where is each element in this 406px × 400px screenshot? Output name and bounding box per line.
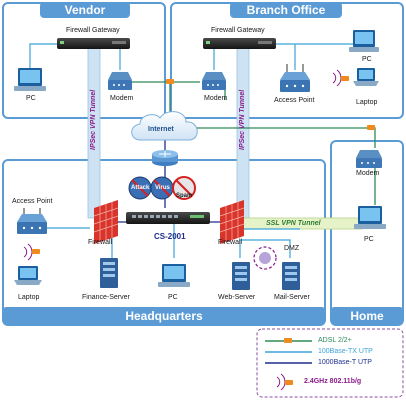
ssl-tunnel-label: SSL VPN Tunnel (266, 220, 321, 227)
threat-attack-label: Attack (131, 185, 150, 191)
finance-server-label: Finance-Server (82, 294, 130, 301)
branch-pc-label: PC (362, 56, 372, 63)
branch-laptop (332, 68, 379, 87)
branch-modem (202, 72, 226, 90)
threat-spam (172, 176, 196, 200)
mail-server-label: Mail-Server (274, 294, 310, 301)
hq-firewall-right-label: Firewall (218, 239, 243, 246)
internet-label: Internet (148, 126, 174, 133)
core-switch-label: CS-2001 (154, 232, 186, 241)
legend-wifi-label: 2.4GHz 802.11b/g (304, 378, 362, 385)
dmz-hub (253, 246, 277, 270)
web-server (232, 262, 250, 290)
internet-cloud (131, 111, 198, 141)
router (152, 150, 178, 166)
vendor-modem-label: Modem (110, 95, 134, 102)
threat-virus-label: Virus (155, 185, 170, 191)
home-title: Home (350, 309, 384, 323)
branch-title: Branch Office (246, 3, 326, 17)
headquarters-title: Headquarters (125, 309, 203, 323)
legend-box (256, 328, 404, 398)
vendor-firewall-gateway (57, 38, 130, 49)
legend-wifi-swatch (276, 373, 293, 391)
home-modem-label: Modem (356, 170, 380, 177)
branch-ap-label: Access Point (274, 97, 315, 104)
home-zone (330, 140, 404, 326)
mail-server (282, 262, 300, 290)
branch-access-point (280, 64, 310, 92)
branch-zone (170, 2, 404, 119)
web-server-label: Web-Server (218, 294, 256, 301)
legend-fast-label: 100Base-TX UTP (318, 348, 373, 355)
branch-firewall-gateway (203, 38, 276, 49)
hq-laptop-label: Laptop (18, 294, 40, 301)
finance-server (100, 258, 118, 288)
home-pc-label: PC (364, 236, 374, 243)
branch-laptop-label: Laptop (356, 99, 378, 106)
home-modem (356, 150, 382, 168)
vendor-pc-label: PC (26, 95, 36, 102)
hq-firewall-right (219, 200, 245, 244)
hq-laptop (14, 243, 42, 285)
hq-ap-label: Access Point (12, 198, 53, 205)
branch-gateway-label: Firewall Gateway (211, 27, 265, 34)
threat-spam-label: Spam (176, 193, 193, 199)
hq-firewall-left (93, 200, 119, 244)
vendor-modem (108, 72, 132, 90)
branch-ipsec-label: IPSec VPN Tunnel (239, 89, 246, 150)
threat-attack (128, 176, 152, 200)
core-switch (126, 212, 210, 224)
branch-modem-label: Modem (204, 95, 228, 102)
vendor-gateway-label: Firewall Gateway (66, 27, 120, 34)
branch-pc (349, 30, 379, 52)
hq-pc (158, 264, 190, 287)
hq-pc-label: PC (168, 294, 178, 301)
hq-firewall-left-label: Firewall (88, 239, 113, 246)
vendor-zone (2, 2, 166, 119)
vendor-title: Vendor (64, 3, 106, 17)
legend-adsl-label: ADSL 2/2+ (318, 337, 352, 344)
hq-access-point (17, 208, 47, 234)
vendor-pc (14, 68, 46, 91)
vendor-ipsec-label: IPSec VPN Tunnel (90, 89, 97, 150)
home-pc (354, 206, 386, 229)
legend-giga-label: 1000Base-T UTP (318, 359, 372, 366)
dmz-label: DMZ (284, 245, 300, 252)
